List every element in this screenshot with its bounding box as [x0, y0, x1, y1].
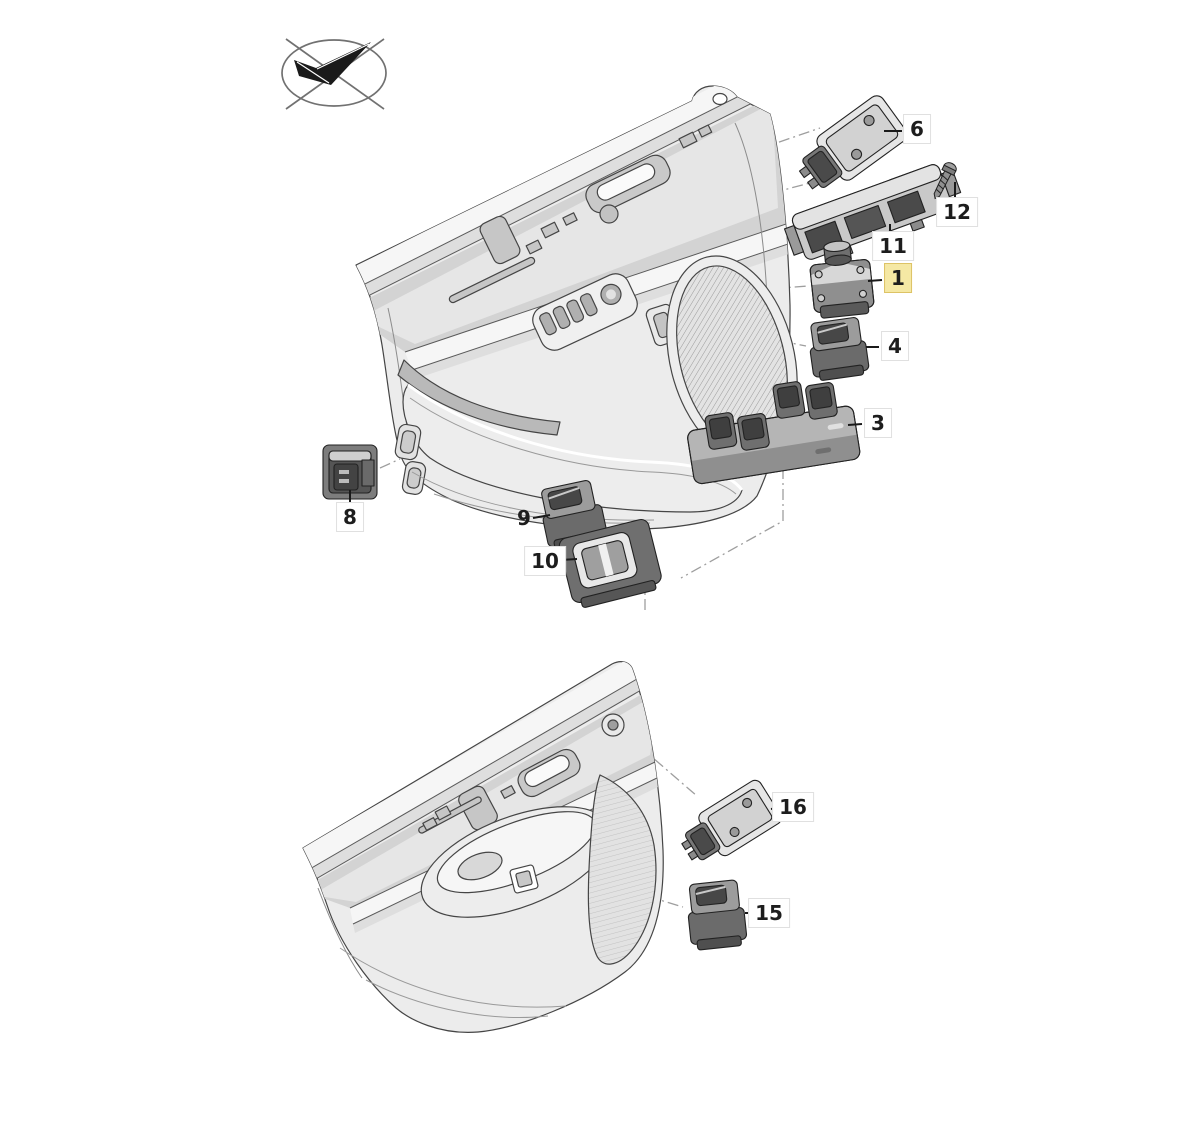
rear-door-panel — [302, 661, 664, 1033]
part-4-window-switch — [809, 317, 870, 381]
part-6-switch — [798, 95, 908, 190]
part-1-mirror-switch — [809, 240, 875, 319]
part-8-switch — [322, 444, 378, 500]
brand-logo — [281, 38, 387, 110]
part-3-master-switch — [687, 381, 861, 485]
part-11-switch-strip — [783, 164, 962, 260]
front-door-panel — [355, 85, 798, 530]
part-16-switch — [681, 779, 782, 861]
part-15-window-switch — [687, 879, 748, 951]
part-9-window-switch — [541, 480, 608, 551]
part-10-bezel — [558, 518, 662, 608]
